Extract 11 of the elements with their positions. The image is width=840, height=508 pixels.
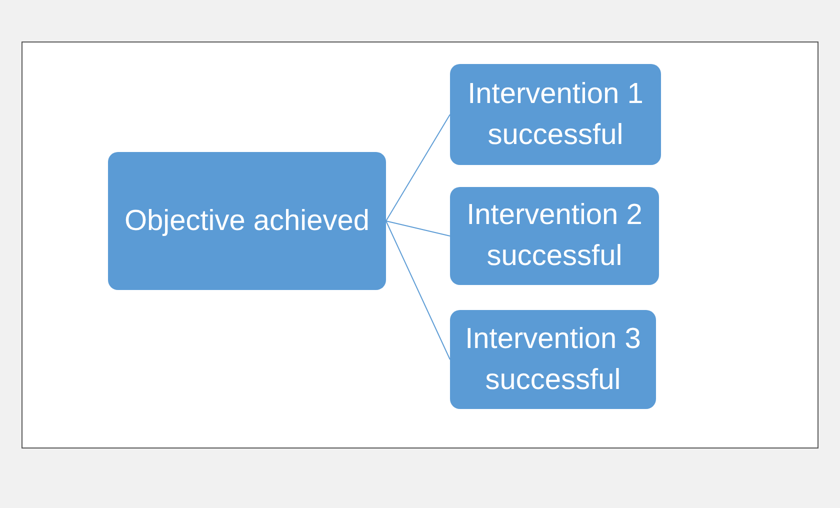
connector-line: [386, 114, 450, 222]
intervention-box: [450, 64, 661, 165]
connector-line: [386, 220, 450, 236]
node-label: Objective achieved: [124, 204, 370, 239]
objective-box: [108, 152, 386, 290]
intervention-box: [450, 310, 656, 409]
intervention-box: [450, 187, 659, 285]
node-label: Intervention 3 successful: [464, 322, 642, 398]
connector-line: [386, 220, 450, 360]
node-label: Intervention 1 successful: [466, 76, 644, 152]
node-label: Intervention 2 successful: [466, 198, 644, 274]
